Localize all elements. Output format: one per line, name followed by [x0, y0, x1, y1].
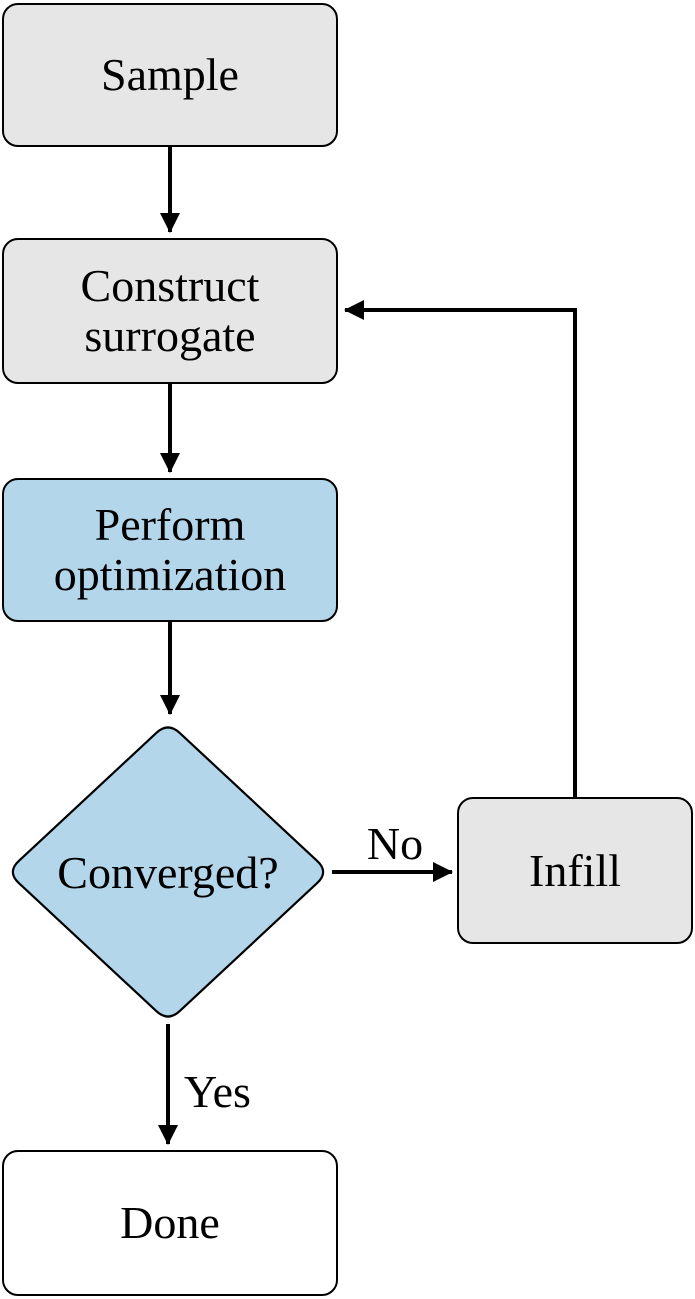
node-infill: Infill: [457, 797, 693, 944]
label-line: surrogate: [84, 310, 256, 361]
label-line: Converged?: [57, 846, 279, 898]
node-converged-label: Converged?: [7, 843, 329, 901]
node-sample: Sample: [2, 3, 338, 147]
node-perform-optimization: Perform optimization: [2, 478, 338, 622]
label-line: optimization: [53, 549, 287, 600]
node-done: Done: [2, 1150, 338, 1296]
arrow-infill-to-construct: [344, 300, 577, 797]
node-done-label: Done: [120, 1197, 220, 1248]
node-construct-surrogate: Construct surrogate: [2, 238, 338, 384]
node-construct-surrogate-label: Construct surrogate: [81, 261, 260, 361]
label-line: Construct: [80, 260, 260, 311]
edge-label-yes: Yes: [184, 1066, 251, 1117]
node-sample-label: Sample: [101, 49, 239, 100]
label-line: Perform: [94, 499, 246, 550]
edge-label-no: No: [366, 818, 424, 869]
decision-diamond-shape: [11, 726, 325, 1018]
node-infill-label: Infill: [529, 844, 621, 896]
node-perform-optimization-label: Perform optimization: [54, 500, 287, 600]
